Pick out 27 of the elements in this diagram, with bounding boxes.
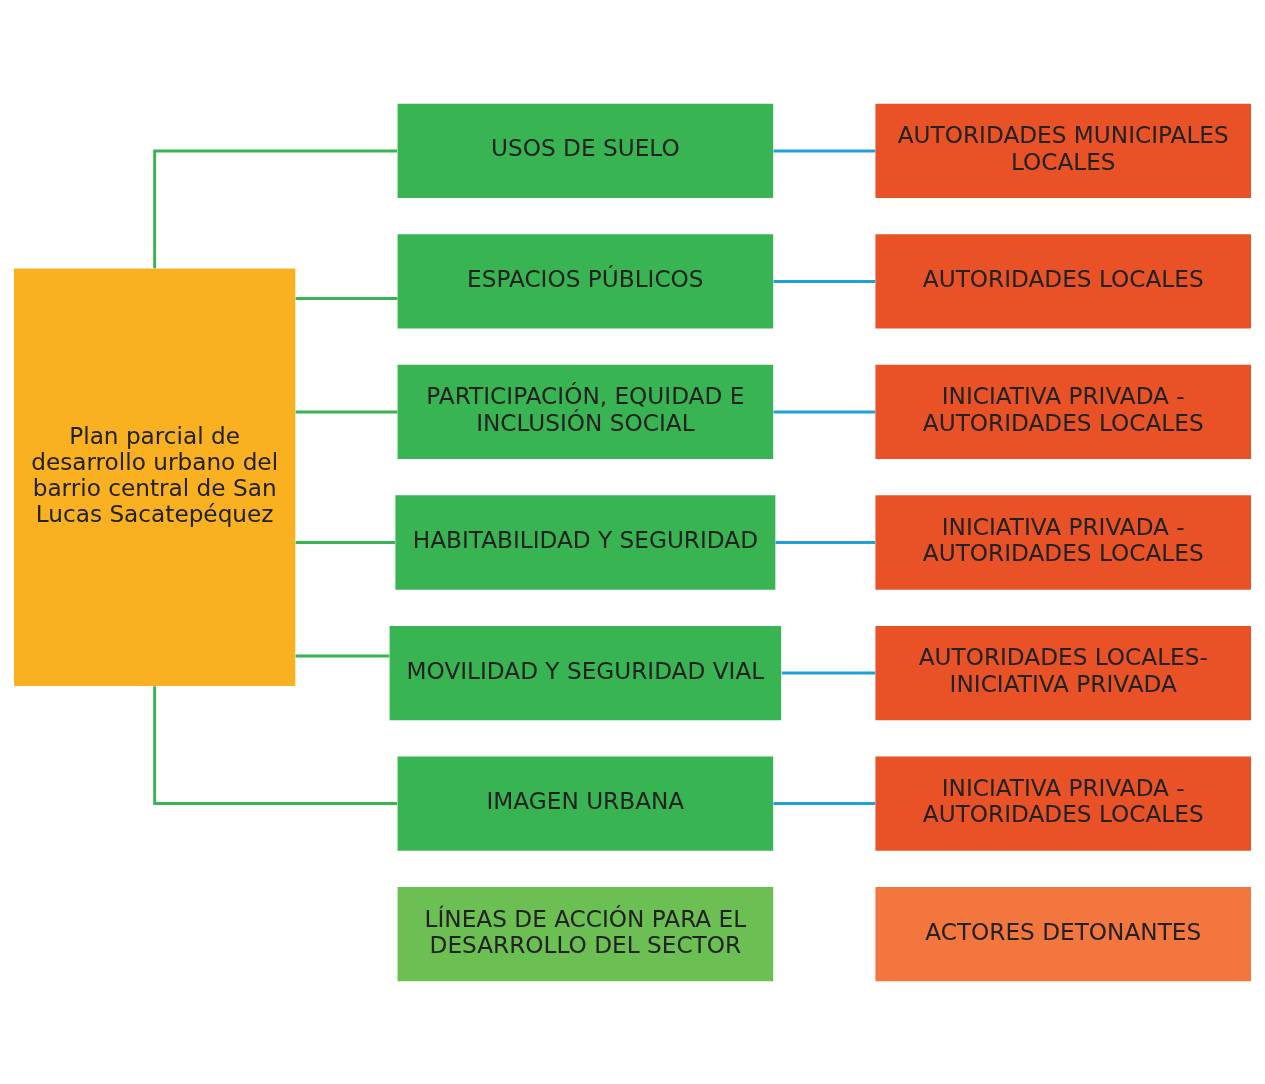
node-box: INICIATIVA PRIVADA - AUTORIDADES LOCALES <box>875 494 1252 590</box>
node-box: INICIATIVA PRIVADA - AUTORIDADES LOCALES <box>875 755 1252 851</box>
node-box: USOS DE SUELO <box>397 103 774 198</box>
connector <box>775 540 876 544</box>
node-box: MOVILIDAD Y SEGURIDAD VIAL <box>389 625 782 720</box>
connector <box>773 801 876 805</box>
connector <box>773 149 876 152</box>
node-box: ACTORES DETONANTES <box>875 886 1252 981</box>
connector <box>295 540 396 544</box>
connector <box>295 296 398 300</box>
node-box: IMAGEN URBANA <box>397 755 774 851</box>
connector <box>295 654 390 657</box>
node-box: Plan parcial de desarrollo urbano del barrio central de San Lucas Sacatepéquez <box>13 267 296 686</box>
node-box: INICIATIVA PRIVADA - AUTORIDADES LOCALES <box>875 364 1252 459</box>
node-box: LÍNEAS DE ACCIÓN PARA EL DESARROLLO DEL SECTOR <box>397 886 774 981</box>
node-box: AUTORIDADES MUNICIPALES LOCALES <box>875 103 1252 198</box>
connector <box>781 671 876 674</box>
node-box: PARTICIPACIÓN, EQUIDAD E INCLUSIÓN SOCIAL <box>397 364 774 459</box>
node-box: HABITABILIDAD Y SEGURIDAD <box>395 494 776 590</box>
node-box: ESPACIOS PÚBLICOS <box>397 233 774 329</box>
node-box: AUTORIDADES LOCALES- INICIATIVA PRIVADA <box>875 625 1252 720</box>
connector <box>773 410 876 413</box>
connector <box>153 685 398 805</box>
node-box: AUTORIDADES LOCALES <box>875 233 1252 329</box>
connector <box>295 410 398 413</box>
connector <box>773 279 876 283</box>
connector <box>153 149 398 268</box>
